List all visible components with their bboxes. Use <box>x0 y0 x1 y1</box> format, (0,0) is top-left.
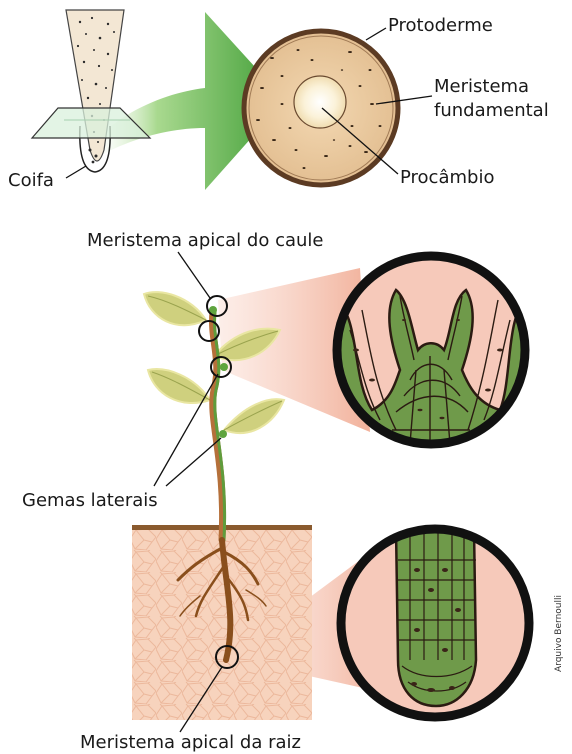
label-meristema-apical-caule: Meristema apical do caule <box>87 230 323 251</box>
root-cross-section-panel <box>32 10 432 190</box>
label-meristema-fundamental-line1: Meristema <box>434 76 529 97</box>
label-coifa: Coifa <box>8 170 54 191</box>
root-apex-zoom <box>341 529 529 717</box>
procambium-core <box>294 76 346 128</box>
shoot-apex-zoom <box>337 256 525 444</box>
label-protoderme: Protoderme <box>388 15 493 36</box>
label-procambio: Procâmbio <box>400 167 494 188</box>
label-meristema-fundamental-line2: fundamental <box>434 100 549 121</box>
label-meristema-apical-raiz: Meristema apical da raiz <box>80 732 301 753</box>
credit-text: Arquivo Bernoulli <box>554 595 564 672</box>
label-gemas-laterais: Gemas laterais <box>22 490 158 511</box>
coifa-pointer <box>66 166 86 178</box>
